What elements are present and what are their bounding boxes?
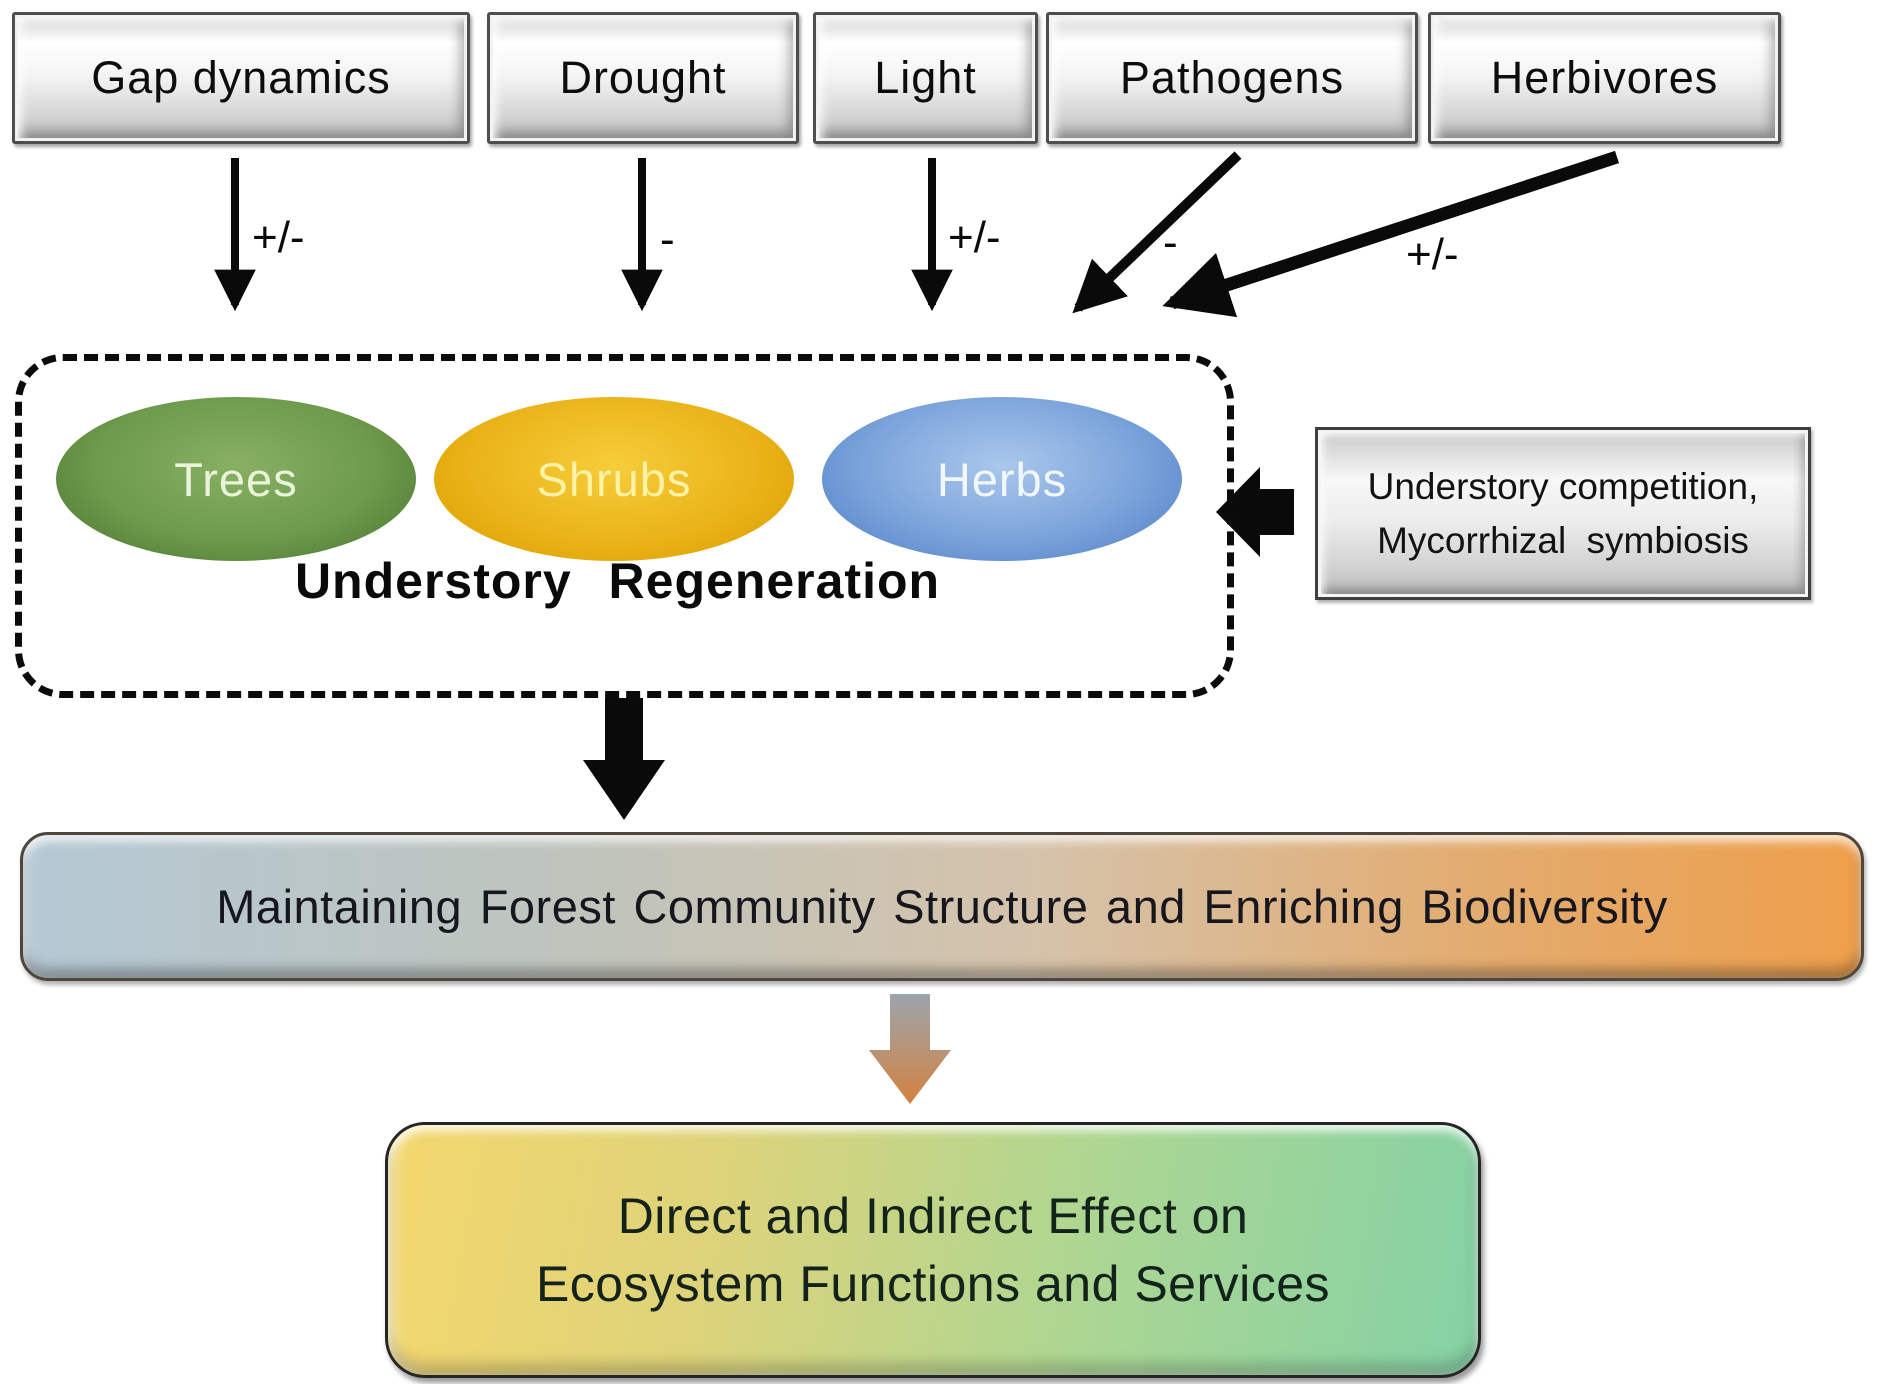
trees-ellipse: Trees	[56, 397, 416, 561]
pathogens-arrow	[1072, 151, 1242, 314]
sign-drought: -	[660, 215, 675, 264]
driver-label: Pathogens	[1119, 52, 1345, 103]
side-info-box: Understory competition, Mycorrhizal symb…	[1315, 427, 1811, 600]
side-info-line1: Understory competition,	[1367, 465, 1759, 507]
driver-label: Drought	[559, 52, 727, 103]
understory-regeneration-container	[15, 354, 1234, 698]
driver-label: Gap dynamics	[91, 52, 391, 103]
herbivores-arrow	[1162, 150, 1620, 318]
community-structure-bar: Maintaining Forest Community Structure a…	[20, 832, 1864, 981]
sign-gap-dynamics: +/-	[252, 213, 305, 262]
sign-herbivores: +/-	[1406, 230, 1459, 279]
understory-regeneration-title: Understory Regeneration	[294, 553, 941, 609]
side-info-line2: Mycorrhizal symbiosis	[1377, 519, 1749, 561]
effect-line2: Ecosystem Functions and Services	[535, 1256, 1331, 1312]
shrubs-label: Shrubs	[536, 452, 692, 506]
bar-down-gradient-arrow	[869, 994, 951, 1104]
shrubs-ellipse: Shrubs	[434, 397, 794, 561]
driver-box-pathogens: Pathogens	[1046, 12, 1418, 144]
driver-box-drought: Drought	[487, 12, 799, 144]
herbs-ellipse: Herbs	[822, 397, 1182, 561]
driver-box-light: Light	[813, 12, 1038, 144]
trees-label: Trees	[174, 452, 298, 506]
driver-label: Light	[874, 52, 977, 103]
effect-line1: Direct and Indirect Effect on	[617, 1188, 1249, 1244]
driver-box-herbivores: Herbivores	[1428, 12, 1781, 144]
driver-box-gap-dynamics: Gap dynamics	[12, 12, 470, 144]
sign-pathogens: -	[1163, 218, 1178, 267]
understory-down-arrow	[583, 698, 665, 820]
community-structure-label: Maintaining Forest Community Structure a…	[216, 880, 1668, 933]
ecosystem-effect-box: Direct and Indirect Effect on Ecosystem …	[385, 1122, 1481, 1378]
driver-label: Herbivores	[1490, 52, 1719, 103]
herbs-label: Herbs	[936, 452, 1068, 506]
sign-light: +/-	[948, 213, 1001, 262]
